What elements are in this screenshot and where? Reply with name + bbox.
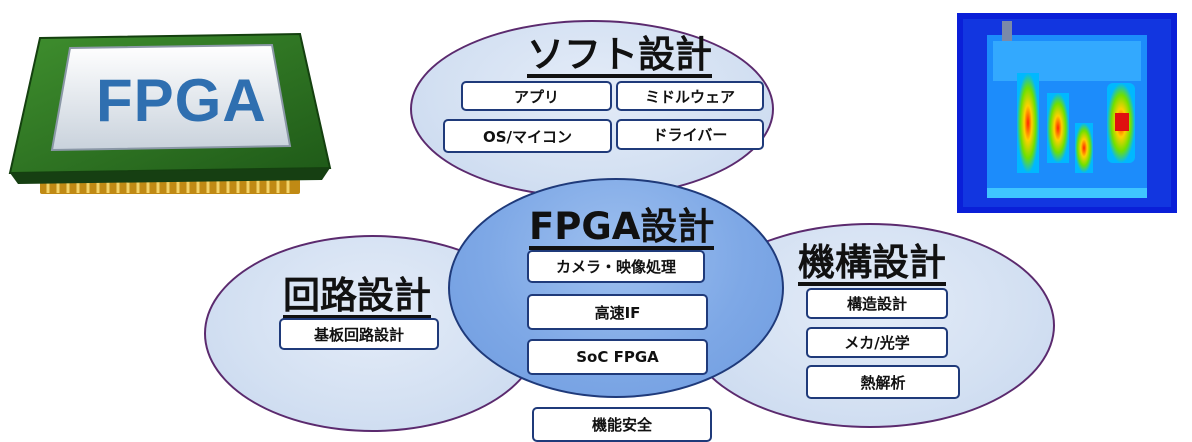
circuit-design-title: 回路設計 [283,274,431,319]
soft-item: OS/マイコン [443,119,612,153]
soft-item: ミドルウェア [616,81,764,111]
fpga-item: カメラ・映像処理 [527,250,705,283]
soft-item: アプリ [461,81,612,111]
mech-item: 熱解析 [806,365,960,399]
mech-item: 構造設計 [806,288,948,319]
functional-safety-box: 機能安全 [532,407,712,442]
fpga-chip-image: FPGA [0,28,335,208]
fpga-item: 高速IF [527,294,708,330]
fpga-item: SoC FPGA [527,339,708,375]
chip-label: FPGA [96,67,267,134]
soft-item: ドライバー [616,119,764,150]
mechanical-design-title: 機構設計 [798,241,946,286]
mech-item: メカ/光学 [806,327,948,358]
fpga-design-title: FPGA設計 [529,205,715,250]
circuit-item: 基板回路設計 [279,318,439,350]
thermal-simulation-image [957,13,1177,213]
software-design-title: ソフト設計 [527,33,712,78]
